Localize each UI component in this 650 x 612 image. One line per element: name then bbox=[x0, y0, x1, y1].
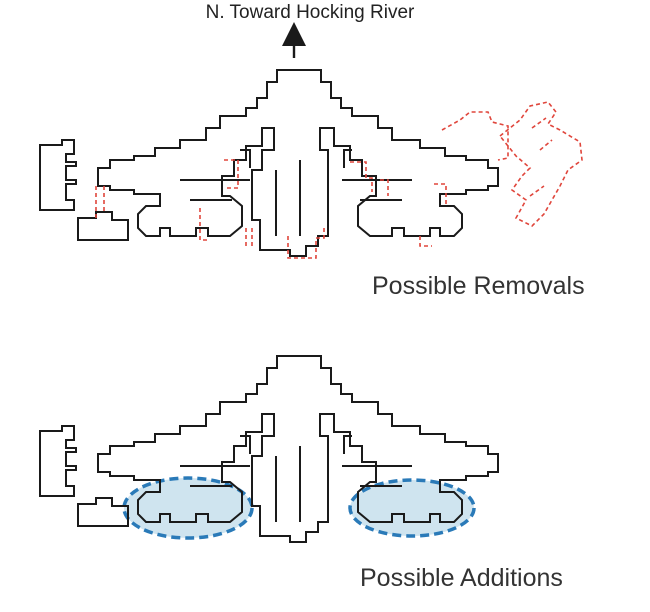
removal-candidates bbox=[95, 101, 583, 259]
addition-zone-west bbox=[122, 476, 254, 540]
building-outline bbox=[97, 355, 499, 543]
plan-additions bbox=[39, 355, 499, 543]
possible-removals-label: Possible Removals bbox=[372, 272, 585, 300]
west-wing-building bbox=[39, 425, 77, 497]
building-outline bbox=[97, 69, 499, 257]
southwest-building bbox=[77, 211, 129, 241]
interior-walls bbox=[180, 435, 412, 522]
addition-zone-east bbox=[348, 478, 476, 538]
southwest-building bbox=[77, 497, 129, 527]
west-wing-building bbox=[39, 139, 77, 211]
possible-additions-label: Possible Additions bbox=[360, 564, 563, 592]
plan-removals bbox=[39, 69, 583, 259]
north-direction-label: N. Toward Hocking River bbox=[205, 2, 415, 23]
interior-walls bbox=[180, 149, 412, 236]
